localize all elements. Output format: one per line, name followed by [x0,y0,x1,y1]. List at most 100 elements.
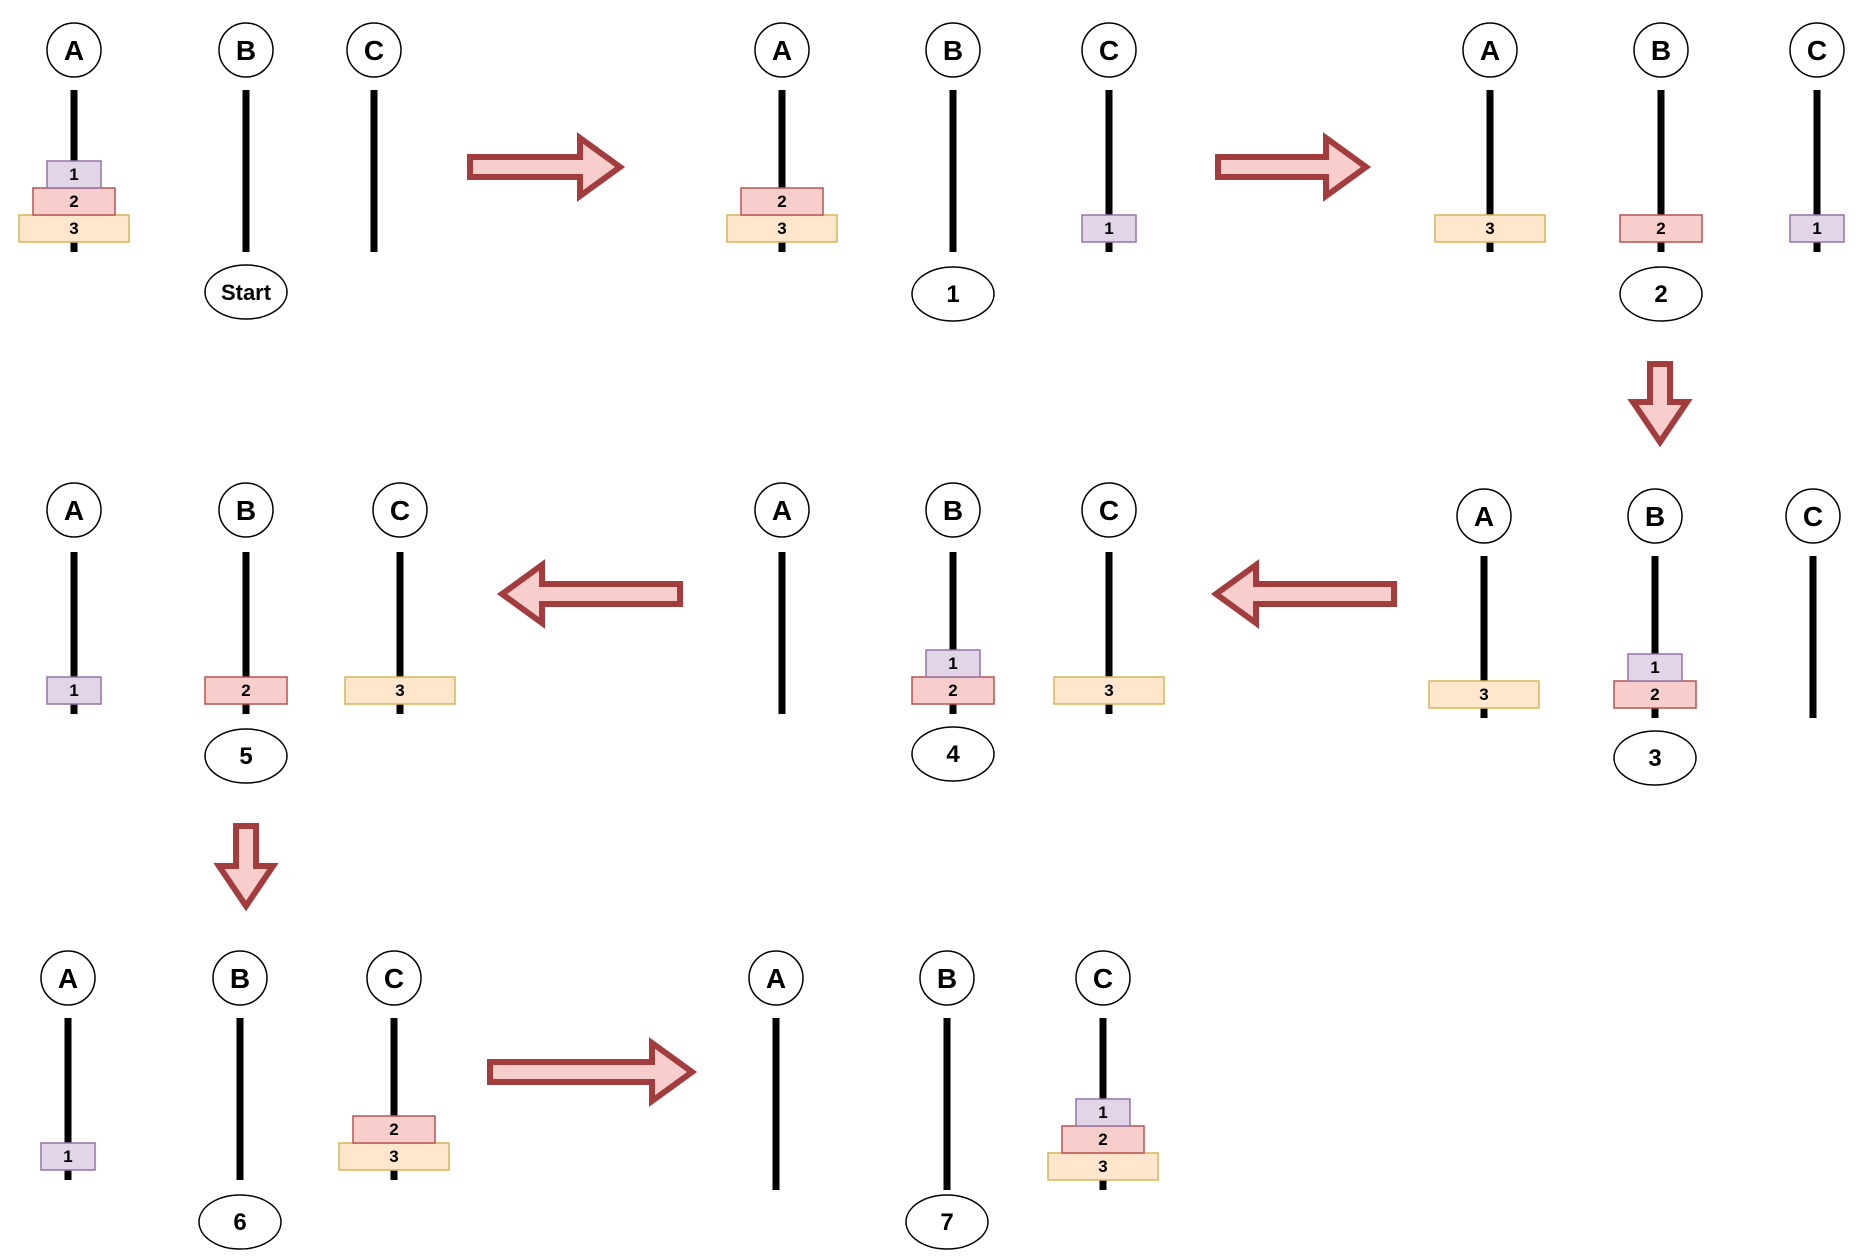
peg-label: B [943,495,963,526]
disk-label: 1 [1812,219,1821,238]
peg-label-circle [754,482,810,538]
peg-label: C [364,35,384,66]
peg-label: C [1803,501,1823,532]
disk-label: 3 [389,1147,398,1166]
disk-label: 2 [1650,685,1659,704]
step-group: A B C 3 2 1 7 [748,950,1159,1250]
peg-label: B [943,35,963,66]
peg-label-circle [1627,488,1683,544]
step-label: 4 [946,741,960,768]
disk-3 [18,214,130,243]
step-label-ellipse [911,726,995,782]
disk-label: 3 [1098,1157,1107,1176]
disk-label: 3 [69,219,78,238]
peg-label: C [1093,963,1113,994]
disk-2 [740,187,824,216]
step-label: Start [221,280,272,305]
disk-label: 2 [389,1120,398,1139]
disk-1 [40,1142,96,1171]
peg-label-circle [46,482,102,538]
peg-label-circle [1633,22,1689,78]
disk-label: 3 [1485,219,1494,238]
peg-label-circle [218,482,274,538]
disk-3 [338,1142,450,1171]
disk-label: 2 [777,192,786,211]
disk-2 [911,676,995,705]
arrow-down [213,823,279,912]
arrow-right [1215,132,1372,202]
peg-label: A [1474,501,1494,532]
peg-label: C [1807,35,1827,66]
peg-label: C [384,963,404,994]
disk-3 [1053,676,1165,705]
step-label-ellipse [1619,266,1703,322]
step-label-ellipse [905,1194,989,1250]
arrow-left [496,559,683,629]
peg-label-circle [1081,482,1137,538]
arrow-right [467,132,626,202]
peg-label: A [1480,35,1500,66]
peg-label: A [772,495,792,526]
arrow-right [487,1037,698,1107]
disk-label: 3 [1104,681,1113,700]
peg-label-circle [46,22,102,78]
peg-label: A [772,35,792,66]
peg-label-circle [1785,488,1841,544]
peg-label: B [230,963,250,994]
disk-label: 1 [69,681,78,700]
peg-label-circle [925,482,981,538]
peg-label-circle [925,22,981,78]
peg-label: C [390,495,410,526]
peg-label-circle [40,950,96,1006]
peg-label-circle [372,482,428,538]
disk-label: 3 [777,219,786,238]
step-label: 6 [233,1209,246,1236]
peg-label: B [937,963,957,994]
peg-label: B [236,495,256,526]
peg-label-circle [748,950,804,1006]
disk-label: 2 [1098,1130,1107,1149]
disk-label: 1 [1098,1103,1107,1122]
peg-label-circle [218,22,274,78]
peg-label-circle [1081,22,1137,78]
disk-3 [344,676,456,705]
disk-3 [1428,680,1540,709]
step-label: 5 [239,743,252,770]
disk-1 [1075,1098,1131,1127]
arrow-left [1210,559,1397,629]
disk-2 [352,1115,436,1144]
step-label-ellipse [204,728,288,784]
peg-label: B [1645,501,1665,532]
step-label: 7 [940,1209,953,1236]
disk-label: 1 [63,1147,72,1166]
peg-label: A [766,963,786,994]
disk-label: 2 [948,681,957,700]
peg-label-circle [1462,22,1518,78]
peg-label: C [1099,495,1119,526]
disk-1 [1789,214,1845,243]
disk-label: 3 [395,681,404,700]
peg-label-circle [1789,22,1845,78]
disk-3 [1434,214,1546,243]
peg-label: B [236,35,256,66]
disk-1 [1627,653,1683,682]
peg-label: B [1651,35,1671,66]
peg-label-circle [1075,950,1131,1006]
step-label: 3 [1648,745,1661,772]
disk-label: 3 [1479,685,1488,704]
step-label: 1 [946,281,959,308]
disk-1 [1081,214,1137,243]
peg-label-circle [1456,488,1512,544]
disk-3 [1047,1152,1159,1181]
peg-label: A [64,35,84,66]
step-label-ellipse [198,1194,282,1250]
disk-label: 1 [1104,219,1113,238]
disk-label: 1 [1650,658,1659,677]
disk-2 [204,676,288,705]
